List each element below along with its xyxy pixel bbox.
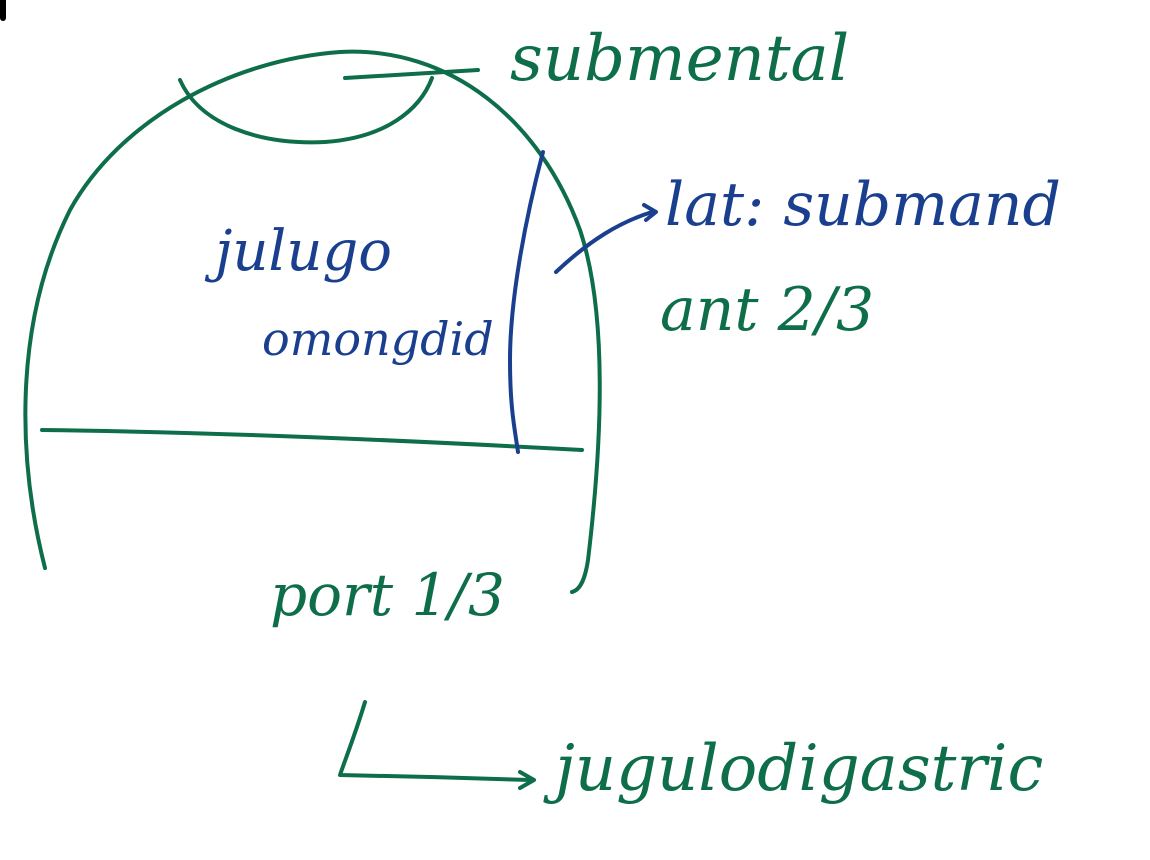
submental-oval — [178, 76, 434, 145]
lateral-arrow-line — [554, 210, 654, 274]
submental-pointer — [343, 68, 480, 80]
label-anterior: ant 2/3 — [660, 275, 874, 345]
label-posterior: port 1/3 — [270, 561, 505, 629]
label-submental: submental — [510, 22, 849, 96]
jugulodigastric-arrow-head — [518, 770, 536, 790]
horizontal-divider — [40, 428, 584, 452]
label-jugulodigastric: jugulodigastric — [543, 732, 1043, 806]
outer-arch — [23, 49, 602, 594]
lateral-arrow-head — [642, 203, 658, 222]
label-jugulo-line2: omongdid — [262, 312, 494, 366]
label-lateral: lat: submand — [665, 170, 1061, 240]
jugulodigastric-arrow — [338, 700, 532, 782]
vertical-blue-line — [508, 150, 545, 454]
label-jugulo-line1: julugo — [204, 219, 392, 284]
